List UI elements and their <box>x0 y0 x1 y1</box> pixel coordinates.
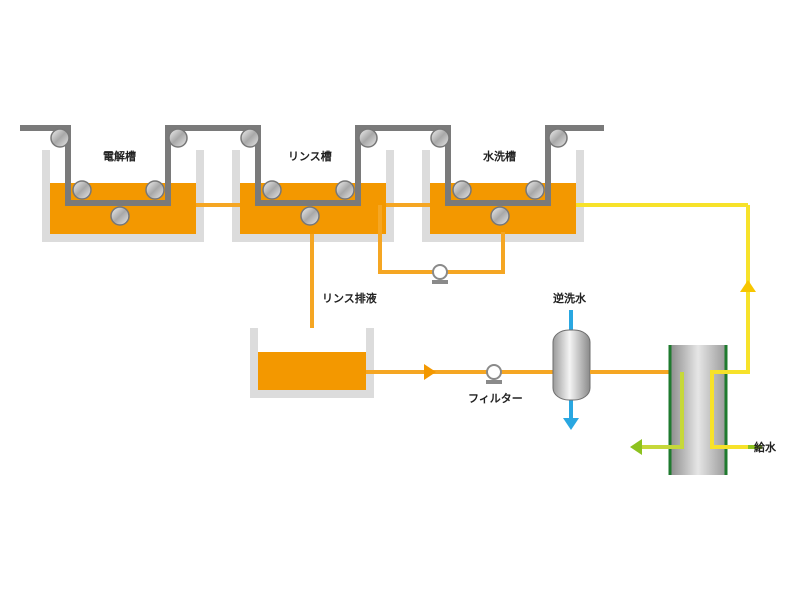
backwash-water-label: 逆洗水 <box>553 292 586 305</box>
return-arrow-icon <box>740 280 756 292</box>
roller-icon <box>145 180 165 200</box>
roller-icon <box>262 180 282 200</box>
drain-tank <box>250 328 374 398</box>
rollers <box>50 128 568 226</box>
reject-arrow-icon <box>630 439 642 455</box>
roller-icon <box>430 128 450 148</box>
rinse-tank-label: リンス槽 <box>288 150 332 163</box>
filter-pump-icon <box>486 364 502 384</box>
roller-icon <box>110 206 130 226</box>
roller-icon <box>335 180 355 200</box>
electrolysis-tank-label: 電解槽 <box>103 150 136 163</box>
rinse-drain-label: リンス排液 <box>322 292 377 305</box>
flow-arrow-icon <box>424 364 436 380</box>
electrolysis-tank <box>42 150 204 242</box>
drain-liquid <box>258 352 366 390</box>
water-wash-tank-label: 水洗槽 <box>483 150 516 163</box>
return-line <box>576 203 756 292</box>
roller-icon <box>525 180 545 200</box>
roller-icon <box>300 206 320 226</box>
roller-icon <box>548 128 568 148</box>
membrane-module <box>630 205 762 475</box>
feed-water-label: 給水 <box>754 441 776 454</box>
roller-icon <box>452 180 472 200</box>
filter-line <box>366 364 558 384</box>
filter-label: フィルター <box>468 392 523 405</box>
roller-icon <box>358 128 378 148</box>
roller-icon <box>50 128 70 148</box>
roller-icon <box>72 180 92 200</box>
circulation-loop <box>378 205 505 284</box>
backwash-out-arrow-icon <box>563 418 579 430</box>
roller-icon <box>490 206 510 226</box>
roller-icon <box>168 128 188 148</box>
backwash-arrows <box>563 310 579 430</box>
filter-vessel <box>552 329 591 401</box>
circulation-pump-icon <box>432 264 448 284</box>
roller-icon <box>240 128 260 148</box>
conveyor <box>20 125 604 206</box>
